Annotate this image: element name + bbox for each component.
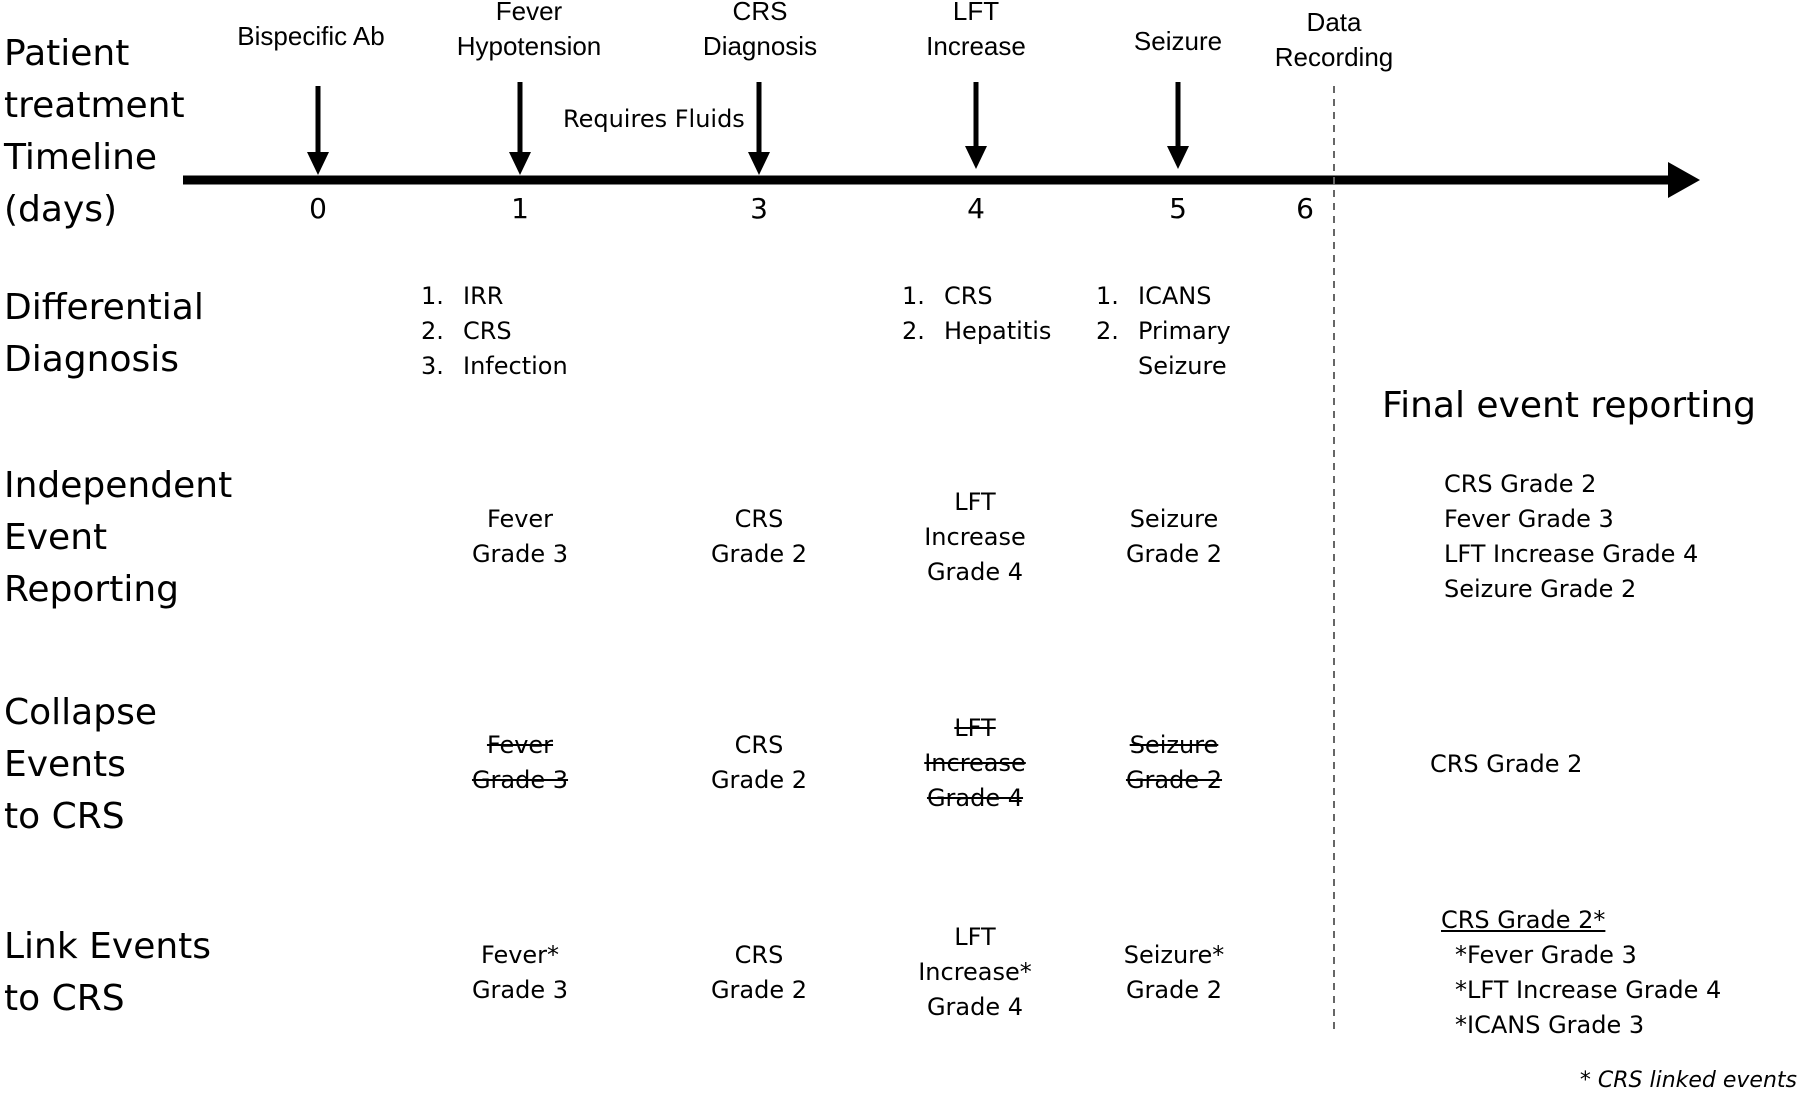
day-6: 6 (1296, 192, 1314, 225)
differential-day-1: 1.IRR 2.CRS 3.Infection (421, 282, 568, 380)
arrow-head-day-3 (748, 152, 770, 175)
arrow-head-day-4 (965, 146, 987, 169)
day-5: 5 (1169, 192, 1187, 225)
final-collapse-list: CRS Grade 2 (1430, 750, 1583, 778)
day-4: 4 (967, 192, 985, 225)
event-label-seizure: Seizure (1133, 26, 1223, 56)
timeline-arrowhead (1668, 162, 1700, 198)
requires-fluids-label: Requires Fluids (563, 105, 745, 133)
link-day-5: Seizure*Grade 2 (1123, 941, 1225, 1004)
day-1: 1 (511, 192, 529, 225)
day-0: 0 (309, 192, 327, 225)
final-link-head: CRS Grade 2* (1441, 906, 1606, 934)
arrow-head-day-0 (307, 152, 329, 175)
arrow-head-day-5 (1167, 146, 1189, 169)
final-event-reporting-title: Final event reporting (1382, 385, 1757, 426)
link-day-1: Fever*Grade 3 (471, 941, 569, 1004)
final-link-list: CRS Grade 2* *Fever Grade 3 *LFT Increas… (1441, 903, 1721, 1043)
day-3: 3 (750, 192, 768, 225)
differential-day-5: 1.ICANS 2.Primary Seizure (1096, 282, 1231, 380)
arrow-head-day-1 (509, 152, 531, 175)
event-arrows (307, 82, 1189, 175)
differential-day-4: 1.CRS 2.Hepatitis (902, 282, 1052, 345)
footnote: * CRS linked events (1579, 1068, 1797, 1093)
event-label-bispecific: Bispecific Ab (237, 21, 385, 51)
